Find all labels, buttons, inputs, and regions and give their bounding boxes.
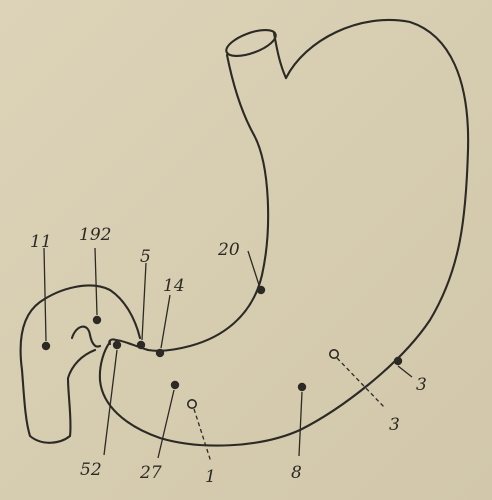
leader-3-inner — [337, 358, 385, 408]
leader-8 — [299, 392, 302, 456]
leader-52 — [104, 350, 117, 455]
greater-curvature — [100, 20, 468, 446]
point-3-outer — [394, 357, 402, 365]
leader-1 — [194, 409, 211, 462]
label-5: 5 — [140, 247, 151, 267]
label-14: 14 — [163, 276, 185, 296]
label-52: 52 — [80, 460, 102, 480]
point-11 — [42, 342, 50, 350]
point-20 — [257, 286, 265, 294]
label-27: 27 — [139, 463, 162, 483]
label-1: 1 — [205, 467, 216, 487]
label-20: 20 — [217, 240, 240, 260]
point-52 — [113, 341, 121, 349]
point-5 — [137, 341, 145, 349]
leader-20 — [248, 251, 259, 285]
point-192 — [93, 316, 101, 324]
label-8: 8 — [291, 463, 302, 483]
esophagus-left-wall — [227, 55, 254, 135]
duodenal-bulb — [21, 286, 140, 443]
point-1 — [188, 400, 196, 408]
leader-14 — [161, 295, 170, 348]
point-8 — [298, 383, 306, 391]
label-11: 11 — [30, 232, 52, 252]
label-192: 192 — [79, 225, 111, 245]
label-3-inner: 3 — [389, 415, 400, 435]
leader-5 — [142, 263, 146, 340]
point-27 — [171, 381, 179, 389]
point-3-inner — [330, 350, 338, 358]
leader-192 — [95, 248, 97, 315]
leader-11 — [44, 248, 46, 341]
leader-3-outer — [398, 366, 412, 377]
esophagus-right-wall — [274, 33, 286, 78]
label-3-outer: 3 — [416, 375, 427, 395]
duodenal-fold — [72, 327, 100, 347]
point-14 — [156, 349, 164, 357]
esophagus-opening — [223, 25, 279, 62]
leader-27 — [158, 390, 174, 458]
